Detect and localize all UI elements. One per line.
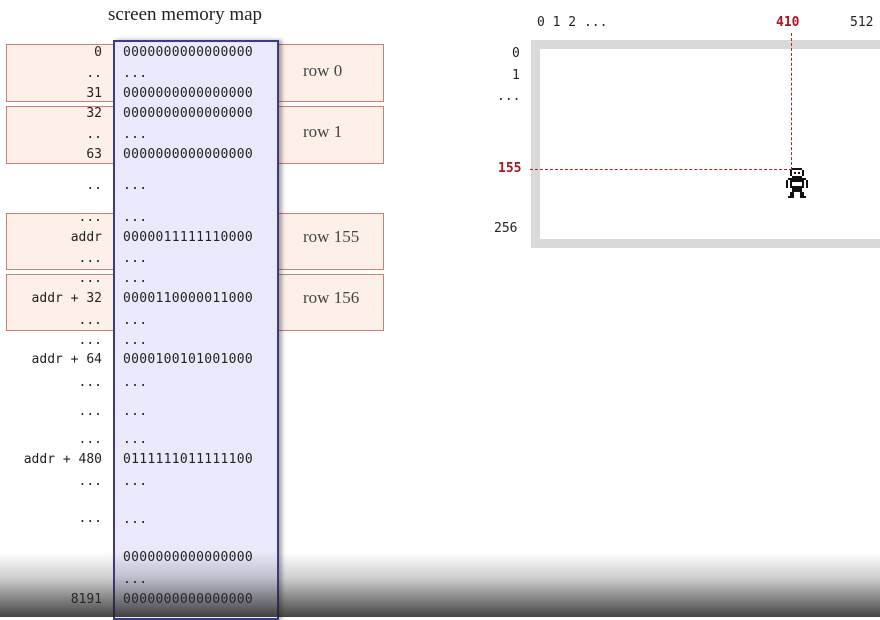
- address-label: ...: [78, 375, 102, 390]
- memory-word: ...: [123, 210, 148, 225]
- pixel-character-icon: [786, 168, 808, 198]
- row-group-label: row 0: [303, 61, 343, 80]
- address-label: ...: [78, 511, 102, 526]
- row-label: 256: [494, 221, 518, 236]
- memory-word: 0000000000000000: [123, 550, 254, 565]
- address-label: 0: [94, 45, 102, 60]
- memory-word: ...: [123, 474, 148, 489]
- address-label: ...: [78, 313, 102, 328]
- address-label: ...: [78, 404, 102, 419]
- address-label: ...: [78, 474, 102, 489]
- row-label: ...: [497, 89, 521, 104]
- column-labels-start: 0 1 2 ...: [537, 15, 608, 30]
- column-guide-line: [791, 33, 792, 170]
- memory-word: 0000110000011000: [123, 291, 254, 306]
- memory-word: ...: [123, 375, 148, 390]
- row-group-label: row 155: [303, 227, 360, 246]
- memory-word: 0000011111110000: [123, 230, 254, 245]
- address-label: addr: [70, 230, 102, 245]
- address-label: addr + 480: [23, 452, 102, 467]
- screen-frame: [531, 40, 880, 248]
- row-label: 1: [512, 68, 520, 83]
- address-label: ...: [78, 210, 102, 225]
- memory-word: 0000000000000000: [123, 106, 254, 121]
- address-label: 32: [86, 106, 102, 121]
- address-label: ..: [86, 178, 102, 193]
- address-label: ...: [78, 271, 102, 286]
- column-label-end: 512: [850, 15, 874, 30]
- memory-word: ...: [123, 404, 148, 419]
- column-label-highlight: 410: [776, 15, 800, 30]
- address-label: addr + 64: [31, 352, 102, 367]
- row-group-label: row 156: [303, 288, 360, 307]
- memory-word: ...: [123, 271, 148, 286]
- address-label: 8191: [70, 592, 102, 607]
- memory-word: 0000000000000000: [123, 147, 254, 162]
- memory-word: ...: [123, 572, 148, 587]
- memory-word: ...: [123, 333, 148, 348]
- row-group-label: row 1: [303, 122, 343, 141]
- memory-word: ...: [123, 512, 148, 527]
- memory-word: 0000100101001000: [123, 352, 254, 367]
- screen-area: [540, 49, 880, 239]
- address-label: ...: [78, 432, 102, 447]
- address-label: ...: [78, 251, 102, 266]
- memory-word: ...: [123, 127, 148, 142]
- memory-word: ...: [123, 313, 148, 328]
- row-label: 0: [512, 46, 520, 61]
- row-label-highlight: 155: [498, 161, 522, 176]
- address-label: addr + 32: [31, 291, 102, 306]
- memory-word: ...: [123, 432, 148, 447]
- memory-column: [113, 40, 279, 620]
- memory-word: 0111111011111100: [123, 452, 254, 467]
- address-label: ..: [86, 66, 102, 81]
- memory-word: 0000000000000000: [123, 592, 254, 607]
- memory-word: 0000000000000000: [123, 45, 254, 60]
- address-label: ...: [78, 333, 102, 348]
- row-guide-line: [530, 169, 792, 170]
- memory-word: ...: [123, 251, 148, 266]
- address-label: 63: [86, 147, 102, 162]
- memory-word: ...: [123, 178, 148, 193]
- memory-map-title: screen memory map: [108, 4, 263, 25]
- address-label: ..: [86, 127, 102, 142]
- memory-word: 0000000000000000: [123, 86, 254, 101]
- address-label: 31: [86, 86, 102, 101]
- memory-word: ...: [123, 66, 148, 81]
